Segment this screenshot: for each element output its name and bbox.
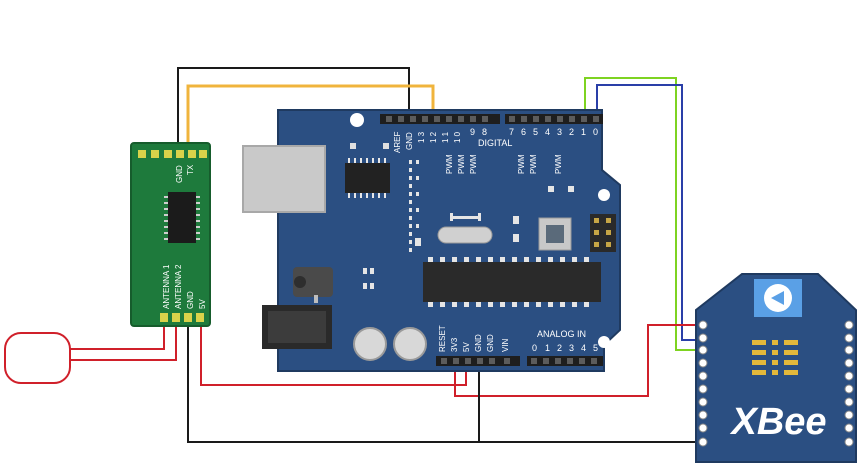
rfid-pin-label-gnd-bottom: GND xyxy=(186,291,195,309)
rfid-chip xyxy=(164,192,200,243)
analog-pin-label-0: 0 xyxy=(532,343,537,353)
wire-3v3 xyxy=(454,324,702,397)
mounting-hole xyxy=(598,336,610,348)
usb-chip xyxy=(345,158,390,198)
analog-pin-label-1: 1 xyxy=(545,343,550,353)
analog-pin-label-3: 3 xyxy=(569,343,574,353)
pwm-label-9: PWM xyxy=(469,154,478,174)
crystal xyxy=(437,213,493,244)
smd-component xyxy=(568,186,574,192)
pwm-label-10: PWM xyxy=(457,154,466,174)
pin-label-9: 9 xyxy=(470,127,475,137)
pin-label-5: 5 xyxy=(533,127,538,137)
power-label-gnd-2: GND xyxy=(486,334,495,352)
wire-gnd-bottom xyxy=(187,322,702,443)
wire-tx xyxy=(186,84,435,157)
pwm-label-6: PWM xyxy=(517,154,526,174)
power-label-vin: VIN xyxy=(501,338,510,352)
pwm-label-5: PWM xyxy=(529,154,538,174)
smd-component xyxy=(363,268,367,274)
xbee-brand: XBee xyxy=(729,401,826,443)
power-label-5v: 5V xyxy=(462,342,471,352)
pin-label-8: 8 xyxy=(482,127,487,137)
digital-label: DIGITAL xyxy=(478,138,512,148)
power-label-3v3: 3V3 xyxy=(450,337,459,352)
power-header xyxy=(436,356,520,366)
pin-label-aref: AREF xyxy=(393,132,402,153)
capacitor xyxy=(353,327,387,361)
digital-header-left xyxy=(380,114,500,124)
arduino-board: AREF GND 1 3 1 2 1 1 1 0 9 8 DIGITAL 7 6… xyxy=(242,109,621,372)
usb-connector xyxy=(242,145,326,213)
icsp-outline xyxy=(409,160,419,252)
pin-label-11: 1 1 xyxy=(441,131,450,143)
smd-component xyxy=(415,238,421,246)
xbee-body xyxy=(695,273,857,463)
smd-component xyxy=(370,283,374,289)
pwm-label-3: PWM xyxy=(554,154,563,174)
rfid-module: GND TX ANTENNA 1 ANTENNA 2 GND 5V xyxy=(130,142,211,327)
xbee-pins-right xyxy=(844,320,854,447)
rfid-top-pads xyxy=(138,150,207,158)
xbee-module: XBee xyxy=(695,273,857,463)
wire-antenna-2 xyxy=(68,322,177,361)
pin-label-7: 7 xyxy=(509,127,514,137)
xbee-pins-left xyxy=(698,320,708,447)
rfid-pin-label-antenna-1: ANTENNA 1 xyxy=(162,264,171,309)
smd-component xyxy=(548,186,554,192)
rfid-pin-label-antenna-2: ANTENNA 2 xyxy=(174,264,183,309)
mounting-hole xyxy=(350,113,364,127)
pin-label-12: 1 2 xyxy=(429,131,438,143)
xbee-antenna-pads xyxy=(752,340,798,375)
pin-label-13: 1 3 xyxy=(417,131,426,143)
pin-label-gnd-top: GND xyxy=(405,132,414,150)
power-label-reset: RESET xyxy=(438,325,447,352)
wire-antenna-1 xyxy=(68,322,165,350)
icsp-header xyxy=(590,214,616,252)
pin-label-12-text: 1 2 xyxy=(429,131,438,143)
wire-blue xyxy=(596,84,702,341)
analog-pin-label-5: 5 xyxy=(593,343,598,353)
xbee-logo-icon xyxy=(754,279,802,317)
pin-label-4: 4 xyxy=(545,127,550,137)
mounting-hole xyxy=(598,189,610,201)
pin-label-1: 1 xyxy=(581,127,586,137)
pin-label-3: 3 xyxy=(557,127,562,137)
reset-button[interactable] xyxy=(538,217,572,251)
rfid-bottom-pads xyxy=(160,313,204,322)
wire-gnd-top xyxy=(177,67,410,157)
smd-resistor xyxy=(383,143,389,149)
voltage-regulator xyxy=(293,267,333,303)
pin-label-0: 0 xyxy=(593,127,598,137)
rfid-pin-label-gnd: GND xyxy=(175,165,184,183)
analog-pin-label-2: 2 xyxy=(557,343,562,353)
atmega-chip xyxy=(423,257,601,307)
pin-label-11-text: 1 1 xyxy=(441,131,450,143)
smd-component xyxy=(513,234,519,242)
smd-resistor xyxy=(350,143,356,149)
analog-header xyxy=(527,356,603,366)
pin-label-10: 1 0 xyxy=(453,131,462,143)
power-jack-inner xyxy=(268,311,326,343)
pin-label-13-text: 1 3 xyxy=(417,131,426,143)
rfid-pin-label-tx: TX xyxy=(186,164,195,175)
rfid-pin-label-5v: 5V xyxy=(198,299,207,309)
pwm-label-11: PWM xyxy=(445,154,454,174)
pin-label-10-text: 1 0 xyxy=(453,131,462,143)
wire-5v xyxy=(200,322,467,386)
smd-component xyxy=(363,283,367,289)
power-label-gnd-1: GND xyxy=(474,334,483,352)
smd-component xyxy=(370,268,374,274)
pin-label-2: 2 xyxy=(569,127,574,137)
analog-pin-label-4: 4 xyxy=(581,343,586,353)
wires xyxy=(68,67,702,443)
antenna-coil xyxy=(4,332,71,384)
pin-label-6: 6 xyxy=(521,127,526,137)
wire-green xyxy=(584,77,702,351)
capacitor xyxy=(393,327,427,361)
digital-header-right xyxy=(505,114,603,124)
smd-component xyxy=(513,216,519,224)
analog-in-label: ANALOG IN xyxy=(537,329,586,339)
